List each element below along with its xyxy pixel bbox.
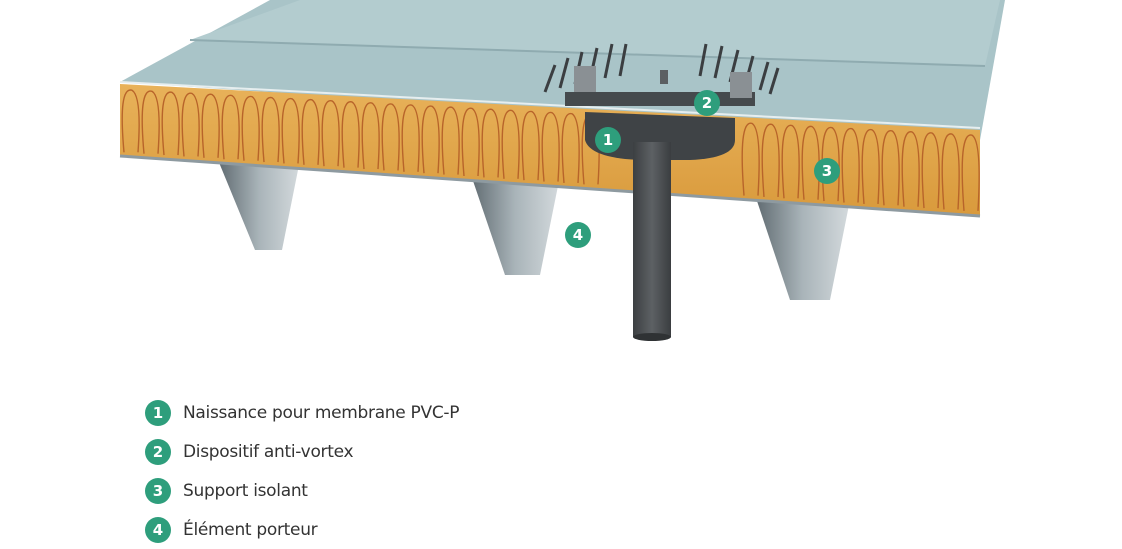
legend-label: Support isolant xyxy=(183,480,308,501)
legend-badge: 4 xyxy=(145,516,171,543)
insulation-loop xyxy=(241,95,260,161)
roof-cross-section-illustration: 1 2 3 4 xyxy=(119,0,1005,341)
insulation-loop xyxy=(941,133,960,210)
insulation-loop xyxy=(201,93,220,158)
insulation-loop xyxy=(361,102,380,170)
legend-item: 4 Élément porteur xyxy=(145,510,459,549)
legend-item: 2 Dispositif anti-vortex xyxy=(145,432,459,471)
insulation-loop xyxy=(961,134,980,211)
insulation-loop xyxy=(261,96,280,163)
drain-outlet xyxy=(585,112,735,341)
roof-membrane xyxy=(119,0,1005,140)
insulation-loop xyxy=(881,130,900,206)
legend-badge: 1 xyxy=(145,399,171,426)
insulation-loop xyxy=(121,89,140,153)
insulation-loop xyxy=(761,123,780,197)
insulation-loop xyxy=(481,108,500,178)
insulation-loop xyxy=(841,128,860,203)
insulation-loop xyxy=(521,110,540,181)
insulation-loop xyxy=(901,131,920,207)
callout-badge-1: 1 xyxy=(595,127,621,153)
insulation-loop xyxy=(921,132,940,209)
insulation-loop xyxy=(781,124,800,199)
insulation-loop xyxy=(321,100,340,167)
insulation-loop xyxy=(341,101,360,168)
insulation-loop xyxy=(741,122,760,196)
legend-label: Dispositif anti-vortex xyxy=(183,441,354,462)
insulation-loop xyxy=(541,111,560,182)
insulation-loop xyxy=(421,105,440,174)
insulation-loop xyxy=(461,107,480,177)
legend-label: Élément porteur xyxy=(183,519,318,540)
legend-item: 1 Naissance pour membrane PVC-P xyxy=(145,393,459,432)
legend-item: 3 Support isolant xyxy=(145,471,459,510)
insulation-loop xyxy=(381,103,400,171)
insulation-loop xyxy=(301,99,320,165)
callout-badge-3: 3 xyxy=(814,158,840,184)
insulation-loop xyxy=(861,129,880,204)
callout-badge-2: 2 xyxy=(694,90,720,116)
callout-badge-4: 4 xyxy=(565,222,591,248)
steel-deck xyxy=(218,160,850,300)
insulation-loop xyxy=(161,91,180,156)
roof-section-svg xyxy=(119,0,1005,341)
insulation-loop xyxy=(281,98,300,164)
insulation-loop xyxy=(401,104,420,172)
legend: 1 Naissance pour membrane PVC-P 2 Dispos… xyxy=(145,393,459,549)
legend-badge: 3 xyxy=(145,477,171,504)
legend-label: Naissance pour membrane PVC-P xyxy=(183,402,460,423)
insulation-loop xyxy=(441,106,460,175)
legend-badge: 2 xyxy=(145,438,171,465)
insulation-loop xyxy=(501,109,520,179)
insulation-loop xyxy=(141,90,160,154)
insulation-loop xyxy=(181,92,200,157)
insulation-loop xyxy=(561,113,580,184)
insulation-loop xyxy=(221,94,240,160)
